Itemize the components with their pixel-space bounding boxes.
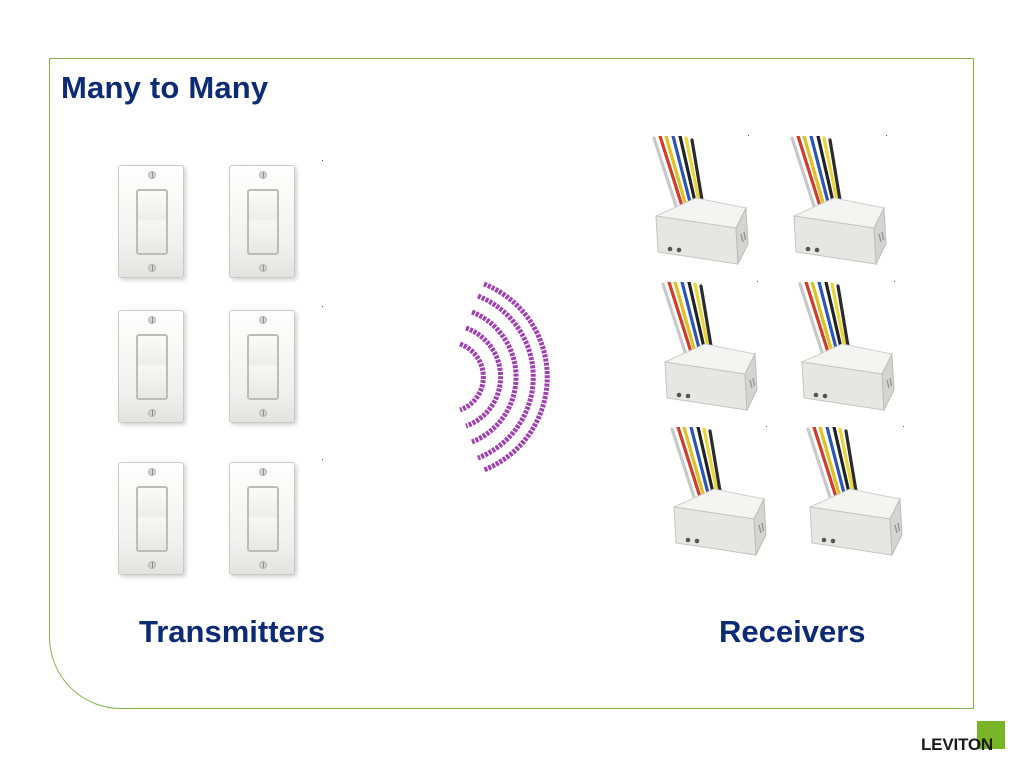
rocker-paddle xyxy=(247,334,279,400)
screw-icon xyxy=(259,264,267,272)
screw-icon xyxy=(259,409,267,417)
stray-dot xyxy=(322,160,323,161)
wave-arc xyxy=(465,325,504,429)
receiver-module xyxy=(655,282,775,417)
stray-dot xyxy=(894,281,895,282)
transmitter-switch xyxy=(118,310,184,423)
screw-icon xyxy=(259,316,267,324)
screw-icon xyxy=(259,468,267,476)
screw-icon xyxy=(259,171,267,179)
rocker-paddle xyxy=(247,189,279,255)
rocker-paddle xyxy=(136,189,168,255)
rocker-paddle xyxy=(247,486,279,552)
leviton-logo-square-icon xyxy=(977,721,1005,749)
stray-dot xyxy=(886,135,887,136)
screw-icon xyxy=(148,468,156,476)
transmitter-switch xyxy=(229,310,295,423)
screw-icon xyxy=(148,409,156,417)
stray-dot xyxy=(748,135,749,136)
receiver-module xyxy=(792,282,912,417)
stray-dot xyxy=(766,426,767,427)
receiver-module xyxy=(784,136,904,271)
receiver-module xyxy=(646,136,766,271)
screw-icon xyxy=(148,171,156,179)
receiver-module xyxy=(800,427,920,562)
stray-dot xyxy=(322,306,323,307)
transmitter-switch xyxy=(118,462,184,575)
rocker-paddle xyxy=(136,334,168,400)
transmitters-label: Transmitters xyxy=(139,614,326,649)
screw-icon xyxy=(148,264,156,272)
slide-title: Many to Many xyxy=(61,70,269,105)
receivers-label: Receivers xyxy=(719,614,866,649)
screw-icon xyxy=(259,561,267,569)
wave-arc xyxy=(471,309,519,445)
stray-dot xyxy=(322,459,323,460)
transmitter-switch xyxy=(229,462,295,575)
screw-icon xyxy=(148,316,156,324)
stray-dot xyxy=(757,281,758,282)
screw-icon xyxy=(148,561,156,569)
transmitter-switch xyxy=(229,165,295,278)
rocker-paddle xyxy=(136,486,168,552)
wave-arc xyxy=(477,293,536,461)
leviton-logo-text: LEVITON xyxy=(921,735,993,754)
wave-arc xyxy=(483,282,550,472)
slide-frame xyxy=(49,58,974,709)
stray-dot xyxy=(903,426,904,427)
wave-arc xyxy=(459,341,486,413)
transmitter-switch xyxy=(118,165,184,278)
receiver-module xyxy=(664,427,784,562)
radio-waves-icon xyxy=(459,282,550,472)
